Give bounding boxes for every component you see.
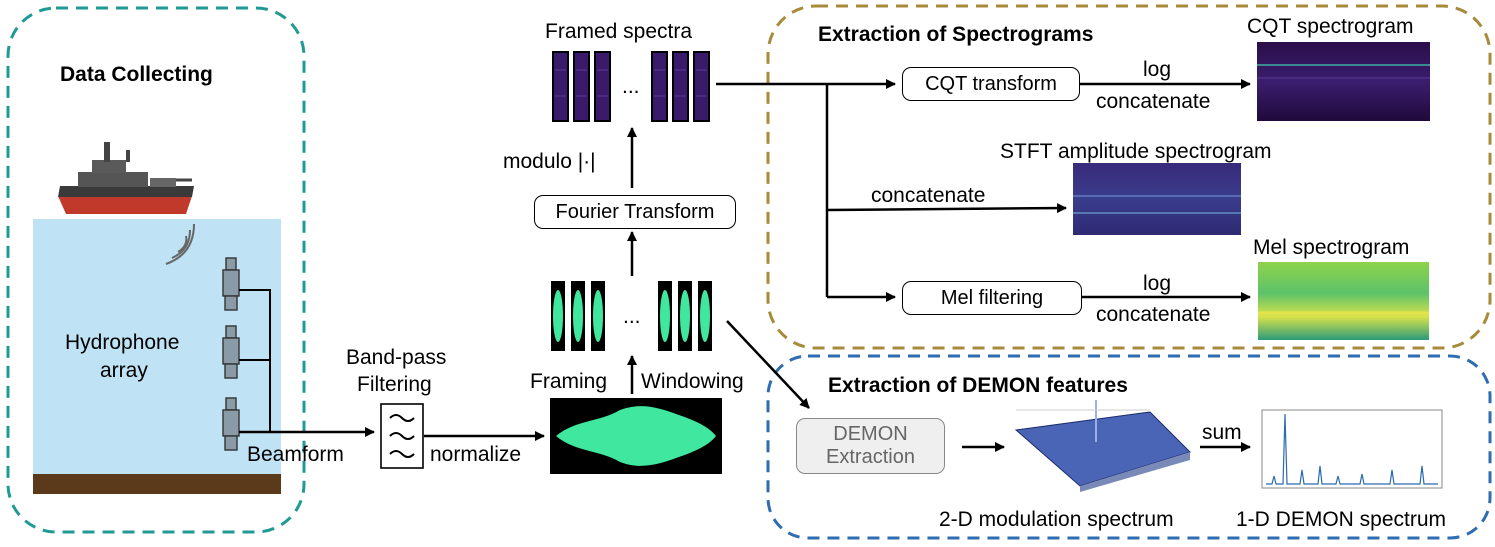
waveform-plot [550,398,722,474]
spectra-ellipsis: ... [622,75,640,98]
windowing-label: Windowing [641,370,744,393]
bandpass-label-line1: Band-pass [346,346,447,369]
bandpass-filter-icon [380,403,424,469]
demon-1d-label: 1-D DEMON spectrum [1236,508,1447,531]
stft-arrow [826,203,1067,214]
data-collecting-title: Data Collecting [60,63,213,86]
cqt-spectrogram-image [1257,42,1430,121]
demon-box-line2: Extraction [826,446,915,468]
mel-filtering-box: Mel filtering [902,281,1082,315]
spectrograms-border [766,4,1492,350]
sound-wave-icon [165,223,195,265]
frames-ellipsis: ... [623,305,641,328]
demon-box-line1: DEMON [833,423,908,445]
modulo-label: modulo |·| [503,150,596,173]
sum-label: sum [1202,421,1242,444]
stft-spectrogram-image [1073,163,1241,235]
framed-spectra [552,51,710,122]
cqt-spectrogram-title: CQT spectrogram [1247,15,1414,38]
mel-spectrogram-image [1258,262,1429,340]
to-demon-arrow [726,320,810,409]
demon-border [766,354,1492,540]
modulation-2d-plot [1014,400,1191,492]
windowed-frames [551,281,712,351]
beamform-label: Beamform [247,443,344,466]
demon-title: Extraction of DEMON features [828,374,1128,397]
demon-extraction-box: DEMON Extraction [796,418,945,474]
normalize-label: normalize [430,443,522,466]
cqt-concatenate-label: concatenate [1096,90,1211,113]
data-collecting-border [6,6,306,534]
ship-icon [58,142,194,214]
hydrophone-label-line2: array [100,359,148,382]
framed-spectra-label: Framed spectra [545,20,693,43]
fourier-transform-box: Fourier Transform [534,195,736,229]
bandpass-label-line2: Filtering [357,373,432,396]
spectrograms-title: Extraction of Spectrograms [818,23,1094,46]
modulation-2d-label: 2-D modulation spectrum [939,508,1174,531]
mel-log-label: log [1143,272,1172,295]
stft-spectrogram-title: STFT amplitude spectrogram [1000,140,1272,163]
mel-spectrogram-title: Mel spectrogram [1253,236,1410,259]
hydrophone-label-line1: Hydrophone [65,331,180,354]
framing-label: Framing [530,370,608,393]
mel-concatenate-label: concatenate [1096,303,1211,326]
cqt-transform-box: CQT transform [902,67,1080,101]
cqt-log-label: log [1143,58,1172,81]
stft-concatenate-label: concatenate [871,184,986,207]
demon-1d-plot [1261,409,1443,489]
seabed [33,474,281,494]
hydrophone-array-icon [222,257,271,451]
